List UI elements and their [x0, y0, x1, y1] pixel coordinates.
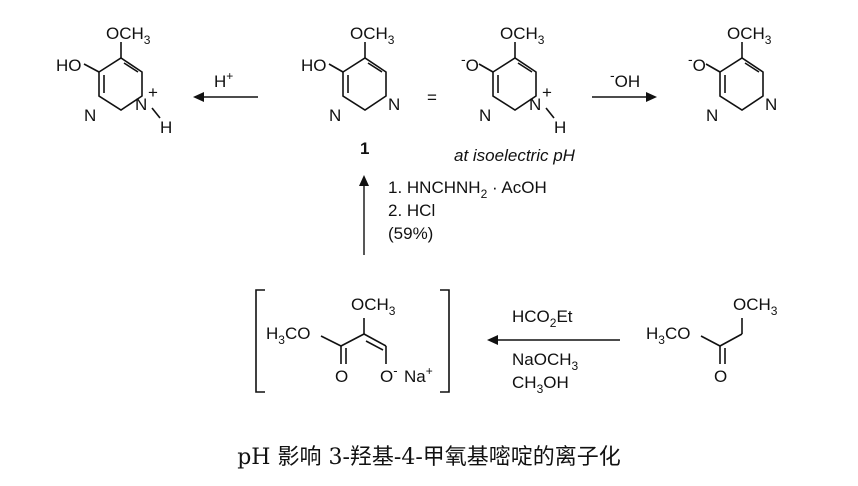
ring-nitrogen: N [479, 106, 491, 125]
reagent-sodium-methoxide: NaOCH3 [512, 350, 579, 373]
isoelectric-note: at isoelectric pH [454, 146, 576, 165]
pyrimidine-anion: OCH3 -O N N [688, 24, 777, 125]
methyl-ester-label: H3CO [646, 324, 690, 347]
carbonyl-oxygen: O [335, 367, 348, 386]
oxide-label: -O [688, 51, 706, 75]
enolate-intermediate: H3CO O OCH3 O- Na+ [255, 289, 450, 393]
enolate-oxygen: O- [380, 363, 398, 386]
hydroxy-label: HO [56, 56, 82, 75]
methoxy-label: OCH3 [106, 24, 151, 47]
methoxy-label: OCH3 [351, 295, 396, 318]
equals-sign: = [427, 88, 437, 107]
positive-charge: + [542, 83, 552, 102]
methoxy-label: OCH3 [727, 24, 772, 47]
ring-nitrogen: N [765, 95, 777, 114]
protonated-pyrimidine: OCH3 HO N N + H [56, 24, 172, 137]
methoxy-label: OCH3 [500, 24, 545, 47]
positive-charge: + [148, 83, 158, 102]
carbonyl-oxygen: O [714, 367, 727, 386]
ring-nitrogen: N [706, 106, 718, 125]
compound-1-neutral: OCH3 HO N N 1 [301, 24, 400, 158]
methyl-methoxyacetate: H3CO O OCH3 [646, 295, 778, 386]
methyl-ester-label: H3CO [266, 324, 310, 347]
hydroxide-reagent: -OH [610, 67, 640, 91]
figure-caption: pH 影响 3-羟基-4-甲氧基嘧啶的离子化 [237, 445, 621, 470]
proton-reagent: H+ [214, 69, 233, 91]
oxide-label: -O [461, 51, 479, 75]
ring-nitrogen-protonated: N [529, 95, 541, 114]
methoxy-label: OCH3 [733, 295, 778, 318]
ring-nitrogen: N [329, 106, 341, 125]
formylation-arrow: HCO2Et NaOCH3 CH3OH [487, 307, 620, 396]
condition-step-2: 2. HCl [388, 201, 435, 220]
yield: (59%) [388, 224, 433, 243]
methoxy-label: OCH3 [350, 24, 395, 47]
reagent-ethyl-formate: HCO2Et [512, 307, 573, 330]
ring-nitrogen-protonated: N [135, 95, 147, 114]
protonation-arrow: H+ [193, 69, 258, 102]
compound-number: 1 [360, 139, 369, 158]
zwitterion: OCH3 -O N N + H at isoelectric pH [454, 24, 576, 165]
ring-nitrogen: N [388, 95, 400, 114]
proton-label: H [554, 118, 566, 137]
cyclization-arrow: 1. HNCHNH2 · AcOH 2. HCl (59%) [359, 175, 547, 255]
proton-label: H [160, 118, 172, 137]
deprotonation-arrow: -OH [592, 67, 657, 102]
sodium-counterion: Na+ [404, 364, 433, 386]
hydroxy-label: HO [301, 56, 327, 75]
reagent-methanol: CH3OH [512, 373, 569, 396]
condition-step-1: 1. HNCHNH2 · AcOH [388, 178, 547, 201]
ring-nitrogen: N [84, 106, 96, 125]
